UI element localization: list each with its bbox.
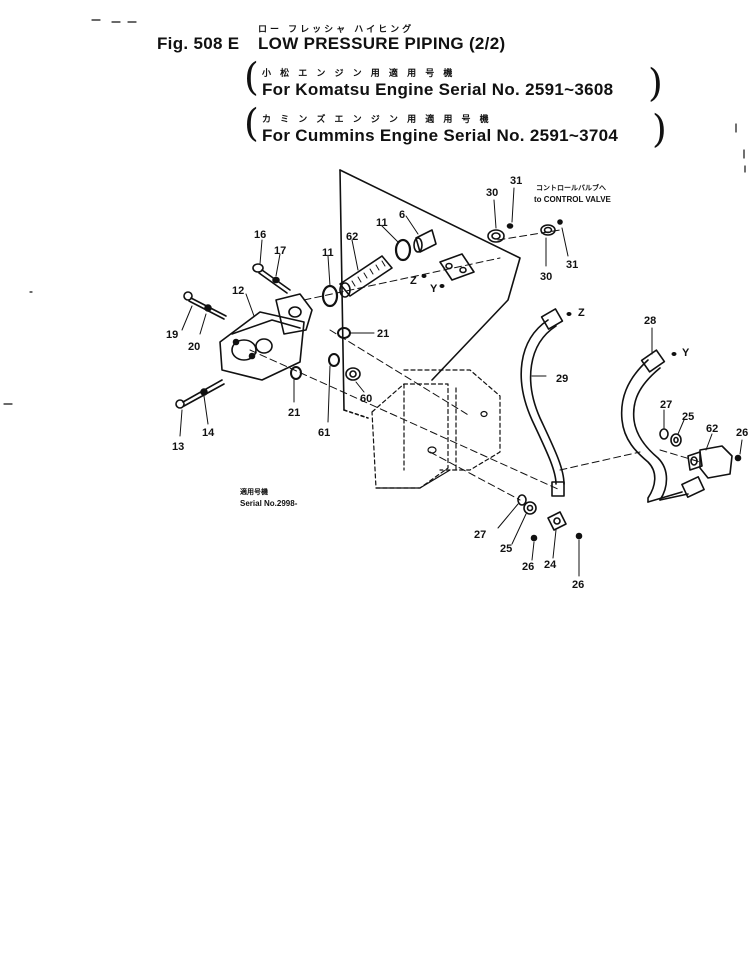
komatsu-japanese: 小 松 エ ン ジ ン 用 適 用 号 機 (262, 69, 456, 79)
callout-29: 29 (556, 373, 568, 385)
marker-z-plate: Z (410, 275, 417, 287)
leader-lines (179, 187, 743, 577)
marker-z-tube: Z (578, 307, 585, 319)
marker-dots (421, 274, 677, 356)
bracket-close-cummins: ) (652, 107, 667, 151)
plug-25-lower (523, 501, 537, 515)
callout-26-lower-right: 26 (572, 579, 584, 591)
control-valve-label: to CONTROL VALVE (534, 195, 612, 204)
callout-31-upper: 31 (510, 175, 522, 187)
serial-note: Serial No.2998- (240, 499, 298, 508)
plug-26-lower-right (575, 532, 583, 540)
washers-27-25-right (659, 428, 682, 447)
hose-61 (339, 255, 393, 298)
callout-24: 24 (544, 559, 557, 571)
marker-y-plate: Y (430, 283, 438, 295)
o-ring-21-lower (290, 366, 302, 380)
washer-14 (200, 388, 208, 396)
callout-27-right: 27 (660, 399, 672, 411)
bracket-open-komatsu: ( (244, 55, 259, 99)
callout-6: 6 (399, 209, 405, 221)
callout-12: 12 (232, 285, 244, 297)
elbow-30-lower (540, 224, 556, 236)
marker-y-tube: Y (682, 347, 690, 359)
bolt-16 (252, 263, 291, 294)
center-lines (249, 229, 701, 501)
screw-31-upper (506, 223, 514, 229)
callout-31-lower: 31 (566, 259, 578, 271)
o-ring-21-upper (337, 327, 351, 339)
callout-27-lower: 27 (474, 529, 486, 541)
callout-20: 20 (188, 341, 200, 353)
tube-29 (520, 308, 565, 497)
relief-valve-62 (687, 445, 733, 479)
elbow-30-upper (487, 229, 505, 243)
bracket-close-komatsu: ) (648, 61, 663, 105)
scan-marks (3, 19, 746, 405)
o-ring-27-lower (517, 494, 527, 506)
callout-11-left: 11 (322, 247, 334, 259)
callout-62: 62 (706, 423, 718, 435)
cummins-japanese: カ ミ ン ズ エ ン ジ ン 用 適 用 号 機 (262, 115, 492, 125)
callout-11-right: 11 (376, 217, 388, 229)
flange-12 (219, 293, 313, 381)
callout-30-lower: 30 (540, 271, 552, 283)
washer-17 (272, 276, 280, 284)
callout-21-upper: 21 (377, 328, 389, 340)
callout-21-lower: 21 (288, 407, 300, 419)
screw-31-lower (557, 219, 563, 225)
callout-14: 14 (202, 427, 215, 439)
control-valve-japanese: コントロールバルブへ (536, 183, 606, 192)
callout-28: 28 (644, 315, 656, 327)
callout-61: 62 (346, 231, 358, 243)
plug-26-lower-left (530, 534, 538, 542)
connection-markers: Z Y Z Y (410, 275, 690, 359)
pump-body (371, 369, 501, 489)
callout-25-lower: 25 (500, 543, 512, 555)
cummins-serial-range: For Cummins Engine Serial No. 2591~3704 (262, 126, 619, 145)
callout-16: 16 (254, 229, 266, 241)
callout-17: 17 (274, 245, 286, 257)
plug-26-right (734, 454, 742, 462)
cover-plate (439, 253, 475, 281)
o-ring-60 (328, 353, 340, 367)
callout-25-right: 25 (682, 411, 694, 423)
callout-60: 61 (318, 427, 330, 439)
washer-20 (204, 304, 212, 312)
figure-label: Fig. 508 E (157, 34, 240, 53)
o-ring-11-right (394, 238, 412, 262)
serial-note-japanese: 適用号機 (240, 487, 268, 496)
callout-13: 13 (172, 441, 184, 453)
bulkhead-plate (339, 169, 521, 419)
o-ring-11-left (321, 284, 339, 308)
tee-fitting-24 (547, 511, 567, 531)
komatsu-serial-range: For Komatsu Engine Serial No. 2591~3608 (262, 80, 614, 99)
tube-28 (620, 349, 705, 503)
callout-26-right: 26 (736, 427, 748, 439)
callout-26-lower-left: 26 (522, 561, 534, 573)
callout-59: 60 (360, 393, 372, 405)
callout-19: 19 (166, 329, 178, 341)
callout-30-upper: 30 (486, 187, 498, 199)
bracket-open-cummins: ( (244, 101, 259, 145)
bolt-19 (183, 291, 227, 320)
plug-59 (345, 367, 361, 381)
pipe-6 (413, 229, 437, 253)
bolt-13 (175, 379, 225, 409)
title-japanese: ロー フレッシャ ハイヒング (258, 25, 415, 35)
figure-title: LOW PRESSURE PIPING (2/2) (258, 34, 506, 53)
callout-labels: 16 17 11 62 11 6 12 19 20 21 21 61 60 13… (166, 175, 748, 591)
